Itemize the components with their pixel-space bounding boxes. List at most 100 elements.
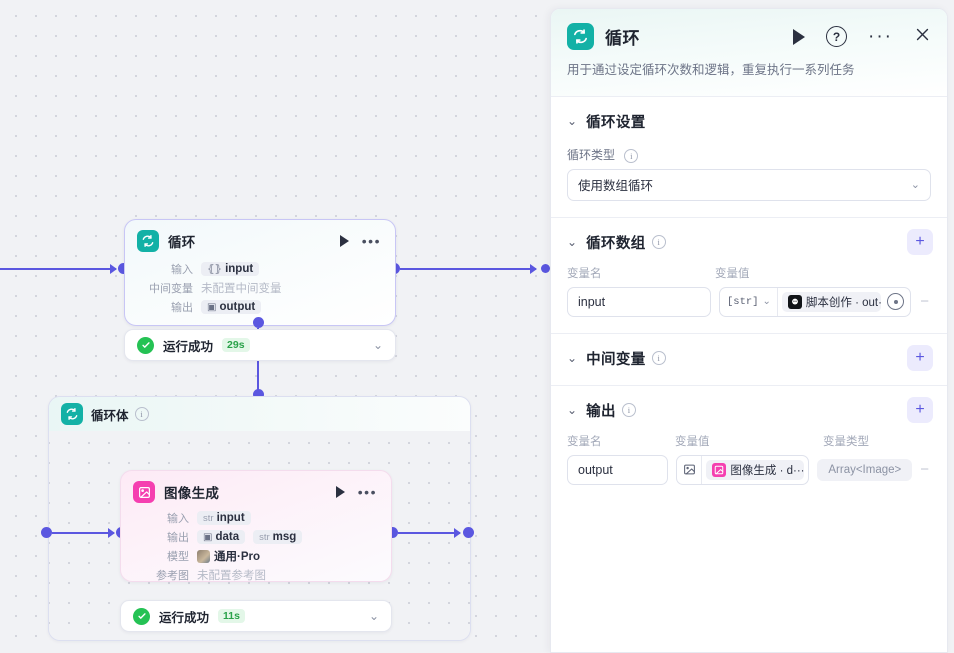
info-icon[interactable]: i bbox=[651, 235, 666, 250]
image-icon bbox=[133, 481, 155, 503]
chevron-down-icon: ⌄ bbox=[910, 179, 920, 192]
model-value: 通用·Pro bbox=[197, 548, 260, 564]
run-icon[interactable] bbox=[793, 28, 806, 45]
array-variable-name-input[interactable]: input bbox=[567, 286, 711, 317]
image-row-model: 模型 通用·Pro bbox=[133, 548, 379, 564]
image-row-output: 输出 ▣ data str msg bbox=[133, 529, 379, 545]
loop-type-label: 循环类型 i bbox=[567, 146, 931, 163]
status-duration-badge: 29s bbox=[222, 338, 250, 352]
loop-node[interactable]: 循环 ••• 输入 ⦃⦄ input 中间变量 未配置中间变量 bbox=[124, 219, 396, 326]
edge-arrow-icon bbox=[108, 528, 115, 538]
loop-body-port[interactable] bbox=[253, 317, 264, 328]
section-loop-settings: ⌄ 循环设置 循环类型 i 使用数组循环 ⌄ bbox=[551, 97, 947, 201]
io-chip: str input bbox=[197, 511, 251, 525]
loop-row-input: 输入 ⦃⦄ input bbox=[137, 261, 383, 277]
check-circle-icon bbox=[133, 607, 150, 625]
loop-type-select[interactable]: 使用数组循环 ⌄ bbox=[567, 168, 931, 201]
section-header[interactable]: ⌄ 循环数组 i bbox=[567, 232, 931, 253]
image-row-input: 输入 str input bbox=[133, 510, 379, 526]
more-icon[interactable]: ••• bbox=[361, 233, 381, 249]
info-icon[interactable]: i bbox=[624, 148, 639, 163]
status-text: 运行成功 bbox=[159, 610, 210, 625]
chevron-down-icon[interactable]: ⌄ bbox=[567, 235, 578, 250]
body-entry-port[interactable] bbox=[41, 527, 52, 538]
loop-node-title: 循环 bbox=[168, 235, 196, 250]
loop-body-top-port[interactable] bbox=[253, 389, 264, 400]
row-label: 参考图 bbox=[156, 570, 189, 582]
close-icon[interactable] bbox=[914, 26, 931, 48]
array-variable-row: input [str] ⌄ 脚本创作 · out··· − bbox=[567, 286, 931, 317]
run-icon[interactable] bbox=[335, 486, 345, 498]
section-title: 中间变量 bbox=[586, 351, 646, 368]
section-header[interactable]: ⌄ 输出 i bbox=[567, 400, 931, 421]
remove-array-variable-button[interactable]: − bbox=[920, 293, 929, 311]
loop-input-port[interactable] bbox=[118, 263, 129, 274]
section-header[interactable]: ⌄ 中间变量 i bbox=[567, 348, 931, 369]
section-intermediate-variables: ⌄ 中间变量 i + bbox=[551, 334, 947, 385]
model-name: 通用·Pro bbox=[214, 551, 260, 563]
workflow-canvas[interactable]: 循环 ••• 输入 ⦃⦄ input 中间变量 未配置中间变量 bbox=[0, 0, 550, 651]
image-node-rows: 输入 str input 输出 ▣ data str msg bbox=[121, 510, 391, 594]
output-variable-value-field[interactable]: 图像生成 · d··· bbox=[676, 454, 810, 485]
value-type-label: [str] bbox=[727, 295, 759, 308]
loop-status-bar[interactable]: 运行成功 29s ⌄ bbox=[124, 329, 396, 361]
chip-type: str bbox=[259, 531, 270, 543]
column-name: 变量名 bbox=[567, 267, 602, 280]
image-node-icon bbox=[712, 462, 727, 477]
run-icon[interactable] bbox=[339, 235, 349, 247]
reference-chip[interactable]: 脚本创作 · out··· bbox=[781, 291, 881, 312]
add-intermediate-variable-button[interactable]: + bbox=[907, 344, 933, 371]
downstream-port[interactable] bbox=[541, 264, 550, 273]
target-icon[interactable] bbox=[887, 293, 904, 311]
output-type-pill: Array<Image> bbox=[817, 458, 913, 481]
reference-chip[interactable]: 图像生成 · d··· bbox=[706, 459, 805, 480]
chevron-down-icon[interactable]: ⌄ bbox=[567, 403, 578, 418]
chevron-down-icon[interactable]: ⌄ bbox=[372, 338, 383, 352]
section-title: 输出 bbox=[586, 403, 616, 420]
edge-into-image-node bbox=[52, 528, 115, 538]
info-icon[interactable]: i bbox=[134, 407, 149, 421]
row-label: 输入 bbox=[167, 513, 189, 525]
more-icon[interactable]: ··· bbox=[868, 25, 893, 47]
value-type-selector[interactable]: [str] ⌄ bbox=[720, 287, 778, 316]
chip-type: str bbox=[203, 512, 214, 524]
body-exit-port[interactable] bbox=[463, 527, 474, 538]
image-node-status-bar[interactable]: 运行成功 11s ⌄ bbox=[120, 600, 392, 632]
image-row-reference: 参考图 未配置参考图 bbox=[133, 567, 379, 583]
chip-value: data bbox=[215, 531, 240, 543]
chevron-down-icon[interactable]: ⌄ bbox=[567, 114, 578, 128]
chip-value: output bbox=[219, 301, 256, 313]
divider bbox=[551, 384, 947, 386]
row-empty-value: 未配置中间变量 bbox=[201, 283, 282, 295]
info-icon[interactable]: i bbox=[651, 351, 666, 366]
section-title: 循环数组 bbox=[586, 235, 646, 252]
chip-value: input bbox=[216, 512, 245, 524]
loop-body-title: 循环体 bbox=[91, 408, 129, 423]
panel-description: 用于通过设定循环次数和逻辑，重复执行一系列任务 bbox=[567, 63, 855, 77]
divider bbox=[551, 332, 947, 334]
image-node-output-port[interactable] bbox=[387, 527, 398, 538]
chevron-down-icon[interactable]: ⌄ bbox=[567, 351, 578, 366]
loop-node-header: 循环 ••• bbox=[125, 220, 395, 256]
add-array-variable-button[interactable]: + bbox=[907, 228, 933, 255]
output-variable-name-input[interactable]: output bbox=[567, 454, 669, 485]
array-variable-value-field[interactable]: [str] ⌄ 脚本创作 · out··· bbox=[719, 286, 911, 317]
more-icon[interactable]: ••• bbox=[357, 484, 377, 500]
image-generation-node[interactable]: 图像生成 ••• 输入 str input 输出 ▣ bbox=[120, 470, 392, 582]
help-icon[interactable]: ? bbox=[826, 26, 848, 47]
section-loop-array: ⌄ 循环数组 i + 变量名 变量值 input [str] ⌄ bbox=[551, 218, 947, 317]
model-thumbnail-icon bbox=[197, 549, 210, 563]
row-label: 输入 bbox=[171, 264, 193, 276]
section-header[interactable]: ⌄ 循环设置 bbox=[567, 111, 931, 132]
chevron-down-icon[interactable]: ⌄ bbox=[368, 609, 379, 623]
remove-output-variable-button[interactable]: − bbox=[920, 461, 929, 479]
io-chip: ▣ output bbox=[201, 300, 262, 314]
array-column-headers: 变量名 变量值 bbox=[567, 265, 931, 281]
panel-header-row: 循环 ? ··· bbox=[567, 23, 931, 50]
row-label: 模型 bbox=[167, 551, 189, 563]
loop-node-actions: ••• bbox=[339, 233, 383, 249]
add-output-variable-button[interactable]: + bbox=[907, 396, 933, 423]
column-type: 变量类型 bbox=[823, 435, 869, 448]
panel-header: 循环 ? ··· 用于通过设定循环次数和逻辑，重复执行一系列任务 bbox=[551, 9, 947, 96]
info-icon[interactable]: i bbox=[621, 403, 636, 418]
